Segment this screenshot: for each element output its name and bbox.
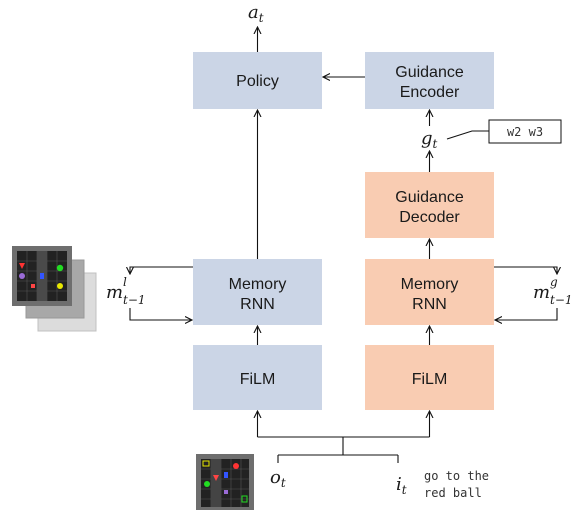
- memory-left-in: [129, 308, 192, 320]
- film-left-label: FiLM: [240, 371, 276, 388]
- film-right-box: FiLM: [365, 345, 494, 410]
- guidance-encoder-label-line2: Encoder: [400, 84, 460, 101]
- memory-rnn-left-label-line1: Memory: [229, 276, 287, 293]
- memory-rnn-left-label-line2: RNN: [240, 296, 275, 313]
- memory-right-symbol: m g t−1: [533, 270, 573, 307]
- memory-rnn-right-box: Memory RNN: [365, 259, 494, 325]
- film-left-box: FiLM: [193, 345, 322, 410]
- guidance-encoder-label-line1: Guidance: [395, 64, 464, 81]
- policy-box: Policy: [193, 52, 322, 109]
- gridworld-observation-icon: [196, 454, 254, 510]
- instruction-symbol: it: [396, 474, 407, 497]
- instruction-text-line1: go to the: [424, 469, 489, 483]
- film-right-label: FiLM: [412, 371, 448, 388]
- guidance-encoder-box: Guidance Encoder: [365, 52, 494, 109]
- guidance-decoder-box: Guidance Decoder: [365, 172, 494, 238]
- connections: [130, 27, 557, 463]
- guidance-symbol: gt: [421, 128, 438, 151]
- guidance-callout: w2 w3: [488, 119, 562, 144]
- observation-symbol: ot: [270, 467, 286, 490]
- instruction-text-line2: red ball: [424, 486, 482, 500]
- guidance-decoder-label-line2: Decoder: [399, 209, 460, 226]
- memory-left-symbol: m l t−1: [106, 270, 146, 307]
- callout-pointer: [446, 130, 489, 140]
- policy-label: Policy: [236, 73, 279, 90]
- action-symbol: at: [248, 2, 264, 25]
- guidance-callout-text: w2 w3: [507, 125, 543, 139]
- gridworld-observation-stack-icon: [12, 246, 97, 332]
- guidance-decoder-label-line1: Guidance: [395, 189, 464, 206]
- memory-right-out: [494, 266, 557, 274]
- memory-rnn-left-box: Memory RNN: [193, 259, 322, 325]
- memory-rnn-right-label-line2: RNN: [412, 296, 447, 313]
- memory-left-out: [130, 266, 193, 274]
- memory-rnn-right-label-line1: Memory: [401, 276, 459, 293]
- memory-right-in: [495, 308, 558, 320]
